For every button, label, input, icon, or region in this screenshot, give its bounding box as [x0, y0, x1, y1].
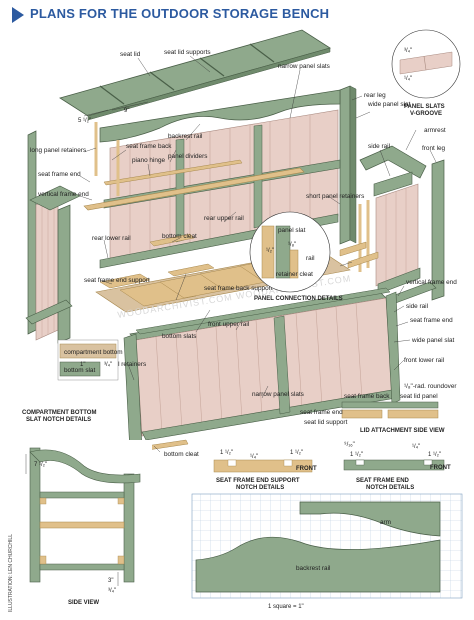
- label-piano-hinge: piano hinge: [132, 157, 165, 164]
- vgroove-detail: ³/₄" ¹/₄" PANEL SLATS V-GROOVE: [391, 29, 461, 117]
- page-title: PLANS FOR THE OUTDOOR STORAGE BENCH: [30, 6, 330, 21]
- label-front-2: FRONT: [430, 465, 451, 471]
- label-side-rail: side rail: [368, 143, 390, 150]
- main-labels: seat lid seat lid supports narrow panel …: [30, 49, 457, 458]
- dim-5-half: 5 ¹/₂": [78, 118, 91, 124]
- caption-vgroove-1: PANEL SLATS: [404, 104, 445, 110]
- dim-9: 9": [124, 108, 129, 114]
- dim-vg-b: ¹/₄": [404, 76, 412, 82]
- label-panel-slat: panel slat: [278, 227, 306, 234]
- compartment-notch-detail: compartment bottom bottom slat 1" ³/₄" C…: [22, 339, 123, 423]
- label-backrest-rail: backrest rail: [168, 133, 202, 140]
- label-seat-frame-end: seat frame end: [38, 171, 81, 178]
- label-panel-dividers: panel dividers: [168, 153, 207, 160]
- label-side-rail-r: side rail: [406, 303, 428, 310]
- caption-compartment-2: SLAT NOTCH DETAILS: [26, 417, 91, 423]
- label-seat-frame-back-2: seat frame back: [344, 393, 390, 400]
- label-front: FRONT: [296, 466, 317, 472]
- label-seat-frame-end-r: seat frame end: [410, 317, 453, 324]
- label-narrow-panel-slats-top: narrow panel slats: [278, 63, 330, 70]
- caption-compartment-1: COMPARTMENT BOTTOM: [22, 410, 96, 416]
- left-end-frame-drawing: [25, 185, 81, 344]
- label-narrow-panel-slats-bottom: narrow panel slats: [252, 391, 304, 398]
- dim-cb-1: 1": [80, 362, 85, 368]
- label-wide-panel-slat: wide panel slat: [367, 101, 411, 108]
- label-arm: arm: [380, 519, 391, 526]
- dim-sfe-2: 1 ¹/₂": [428, 452, 441, 458]
- dim-cb-34: ³/₄": [104, 362, 112, 368]
- dim-sv-3: 3": [108, 578, 113, 584]
- caption-panel-connection: PANEL CONNECTION DETAILS: [254, 296, 343, 302]
- seat-lid-drawing: [59, 29, 331, 121]
- label-seat-lid: seat lid: [120, 51, 141, 58]
- label-vertical-frame-end-r: vertical frame end: [406, 279, 457, 286]
- dim-sfe-916: ⁹/₁₆": [344, 441, 355, 448]
- sfe-notch-detail: ⁹/₁₆" 1 ¹/₂" ¹/₄" 1 ¹/₂" FRONT SEAT FRAM…: [343, 441, 451, 491]
- label-seat-frame-end-2: seat frame end: [300, 409, 343, 416]
- label-short-panel-retainers: short panel retainers: [306, 193, 364, 200]
- label-wide-panel-slat-r: wide panel slat: [411, 337, 455, 344]
- label-compartment-bottom: compartment bottom: [64, 349, 123, 356]
- lid-attachment-detail: ¹/₈"-rad. roundover seat frame back seat…: [300, 383, 457, 434]
- dim-sfe-14: ¹/₄": [412, 444, 420, 450]
- label-roundover: ¹/₈"-rad. roundover: [404, 383, 457, 390]
- dim-sv-7: 7 ¹/₂": [34, 462, 47, 468]
- pattern-grid: arm backrest rail 1 square = 1": [191, 493, 463, 610]
- label-front-upper-rail: front upper rail: [208, 321, 249, 328]
- label-scale: 1 square = 1": [268, 604, 304, 610]
- label-bottom-cleat: bottom cleat: [162, 233, 197, 240]
- seat-lid-dimensions: 5 ¹/₂" 9": [78, 101, 149, 124]
- label-vertical-frame-end: vertical frame end: [38, 191, 89, 198]
- caption-lid-attachment: LID ATTACHMENT SIDE VIEW: [360, 428, 445, 434]
- dim-sfe-1: 1 ¹/₂": [350, 452, 363, 458]
- label-long-panel-retainers: long panel retainers: [30, 147, 86, 154]
- label-rear-leg: rear leg: [364, 92, 386, 99]
- label-front-lower-rail: front lower rail: [404, 357, 444, 364]
- dim-vg-a: ³/₄": [404, 48, 412, 54]
- caption-sfe-1: SEAT FRAME END: [356, 478, 410, 484]
- label-rear-lower-rail: rear lower rail: [92, 235, 131, 242]
- front-panel-drawing: [123, 287, 401, 453]
- label-backrest-rail-2: backrest rail: [296, 565, 330, 572]
- dim-pc-b: ¹/₈": [288, 242, 296, 248]
- sfes-notch-detail: 1 ¹/₂" 1 ¹/₂" ¹/₄" FRONT SEAT FRAME END …: [213, 450, 317, 491]
- header: PLANS FOR THE OUTDOOR STORAGE BENCH: [0, 0, 474, 30]
- label-seat-lid-support: seat lid support: [304, 419, 348, 426]
- label-bottom-slats: bottom slats: [162, 333, 196, 340]
- dim-sfes-2: 1 ¹/₂": [290, 450, 303, 456]
- label-seat-frame-back: seat frame back: [126, 143, 172, 150]
- label-seat-frame-end-support: seat frame end support: [84, 277, 150, 284]
- label-bottom-cleat-2: bottom cleat: [164, 451, 199, 458]
- label-retainer-cleat: retainer cleat: [276, 271, 313, 278]
- caption-sfes-2: NOTCH DETAILS: [236, 485, 284, 491]
- label-armrest: armrest: [424, 127, 446, 134]
- label-seat-lid-panel: seat lid panel: [400, 393, 438, 400]
- title-bullet-icon: [12, 7, 24, 23]
- dim-pc-a: ¹/₂": [266, 248, 274, 254]
- label-rail: rail: [306, 255, 315, 262]
- credit-text: ILLUSTRATION: LEN CHURCHILL: [8, 534, 14, 612]
- leader-lines: [79, 55, 437, 453]
- dim-sfes-14: ¹/₄": [250, 454, 258, 460]
- caption-sfes-1: SEAT FRAME END SUPPORT: [216, 478, 300, 484]
- label-front-leg: front leg: [422, 145, 446, 152]
- label-seat-lid-supports: seat lid supports: [164, 49, 211, 56]
- dim-sv-34: ³/₄": [108, 588, 116, 594]
- dim-sfes-1: 1 ¹/₂": [220, 450, 233, 456]
- caption-side-view: SIDE VIEW: [68, 600, 99, 606]
- caption-sfe-2: NOTCH DETAILS: [366, 485, 414, 491]
- label-bottom-slat: bottom slat: [64, 367, 95, 374]
- label-rear-upper-rail: rear upper rail: [204, 215, 244, 222]
- caption-vgroove-2: V-GROOVE: [410, 111, 442, 117]
- label-seat-frame-back-support: seat frame back support: [204, 285, 273, 292]
- side-view-drawing: 7 ¹/₂" 3" ³/₄" SIDE VIEW: [22, 440, 152, 606]
- panel-connection-detail: panel slat rail retainer cleat ¹/₂" ¹/₈"…: [249, 211, 343, 302]
